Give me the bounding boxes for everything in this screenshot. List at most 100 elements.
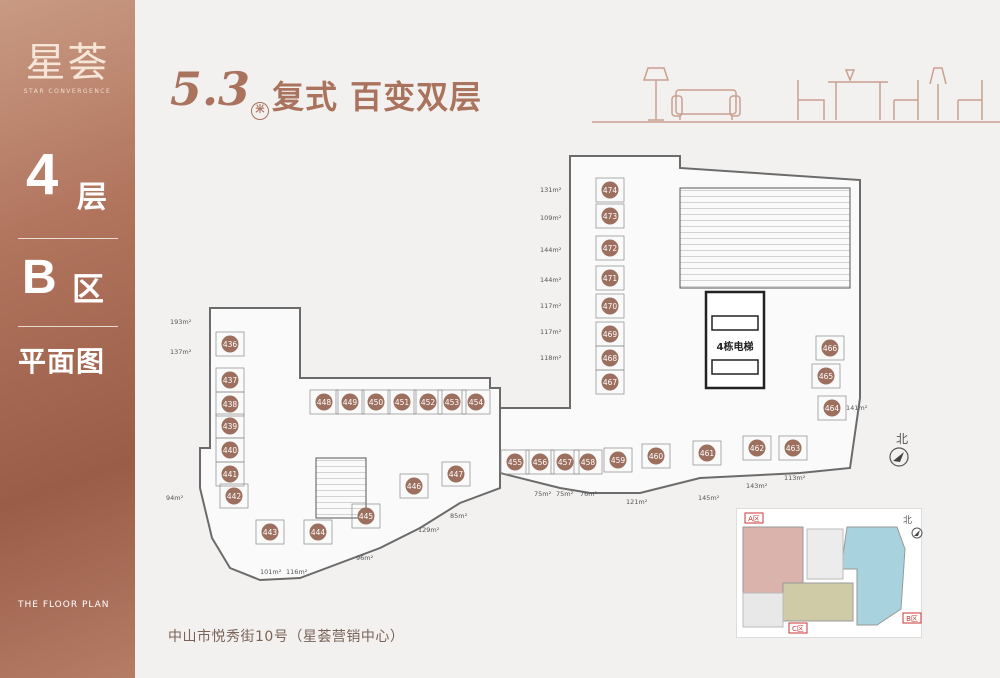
unit-badge[interactable] <box>531 453 549 471</box>
unit-area-label: 116m² <box>286 568 308 576</box>
unit-badge[interactable] <box>367 393 385 411</box>
unit-number: 438 <box>223 400 238 409</box>
unit-badge[interactable] <box>221 465 239 483</box>
unit-area-label: 117m² <box>540 302 562 310</box>
key-plan-north-icon <box>914 530 920 536</box>
unit-room <box>595 203 625 229</box>
unit-area-label: 94m² <box>166 494 184 502</box>
key-plan-north-label: 北 <box>903 515 912 526</box>
unit-number: 458 <box>581 458 596 467</box>
unit-badge[interactable] <box>601 207 619 225</box>
unit-badge[interactable] <box>601 297 619 315</box>
unit-area-label: 121m² <box>626 498 648 506</box>
unit-badge[interactable] <box>821 339 839 357</box>
unit-room <box>215 367 245 393</box>
unit-number: 456 <box>533 458 548 467</box>
divider <box>18 326 118 327</box>
unit-badge[interactable] <box>601 239 619 257</box>
key-plan-map: A区 B区 C区 北 <box>742 512 923 634</box>
unit-badge[interactable] <box>601 349 619 367</box>
unit-number: 467 <box>603 378 618 387</box>
unit-room <box>550 449 580 475</box>
unit-badge[interactable] <box>315 393 333 411</box>
unit-number: 436 <box>223 340 238 349</box>
unit-area-label: 131m² <box>540 186 562 194</box>
unit-badge[interactable] <box>601 181 619 199</box>
unit-badge[interactable] <box>309 523 327 541</box>
unit-badge[interactable] <box>393 393 411 411</box>
core-stairs <box>679 187 851 289</box>
unit-badge[interactable] <box>221 395 239 413</box>
unit-badge[interactable] <box>556 453 574 471</box>
unit-area-label: 145m² <box>698 494 720 502</box>
unit-badge[interactable] <box>419 393 437 411</box>
unit-room <box>437 389 467 415</box>
unit-room <box>595 265 625 291</box>
unit-badge[interactable] <box>817 367 835 385</box>
unit-number: 454 <box>469 398 484 407</box>
unit-number: 452 <box>421 398 436 407</box>
brand-logo-subtitle: STAR CONVERGENCE <box>23 88 112 95</box>
unit-room <box>335 389 365 415</box>
floor-number: 4 <box>26 142 58 207</box>
floor-unit: 层 <box>77 180 107 215</box>
unit-badge[interactable] <box>601 269 619 287</box>
unit-area-label: 109m² <box>540 214 562 222</box>
unit-number: 474 <box>603 186 618 195</box>
unit-number: 451 <box>395 398 410 407</box>
elevator-label: 4栋电梯 <box>717 340 754 353</box>
furniture-illustration <box>592 67 1000 123</box>
unit-number: 449 <box>343 398 358 407</box>
unit-number: 453 <box>445 398 460 407</box>
unit-room <box>595 235 625 261</box>
unit-number: 473 <box>603 212 618 221</box>
headline-unit-badge: 米 <box>251 102 269 120</box>
unit-room <box>461 389 491 415</box>
unit-number: 446 <box>407 482 422 491</box>
unit-number: 442 <box>227 492 242 501</box>
unit-badge[interactable] <box>601 373 619 391</box>
key-plan-zone-a: A区 <box>748 515 760 523</box>
unit-number: 443 <box>263 528 278 537</box>
unit-area-label: 141m² <box>846 404 868 412</box>
plan-label: 平面图 <box>18 345 106 378</box>
unit-badge[interactable] <box>405 477 423 495</box>
unit-room <box>309 389 339 415</box>
unit-room <box>399 473 429 499</box>
unit-room <box>413 389 443 415</box>
unit-badge[interactable] <box>823 399 841 417</box>
unit-badge[interactable] <box>221 417 239 435</box>
unit-room <box>573 449 603 475</box>
unit-number: 457 <box>558 458 573 467</box>
unit-room <box>817 395 847 421</box>
unit-number: 468 <box>603 354 618 363</box>
unit-badge[interactable] <box>261 523 279 541</box>
unit-badge[interactable] <box>443 393 461 411</box>
unit-badge[interactable] <box>609 451 627 469</box>
unit-badge[interactable] <box>698 444 716 462</box>
unit-badge[interactable] <box>221 371 239 389</box>
unit-badge[interactable] <box>467 393 485 411</box>
unit-badge[interactable] <box>221 441 239 459</box>
unit-badge[interactable] <box>601 325 619 343</box>
zone-letter: B <box>22 251 57 304</box>
unit-badge[interactable] <box>447 465 465 483</box>
unit-badge[interactable] <box>357 507 375 525</box>
unit-badge[interactable] <box>221 335 239 353</box>
unit-room <box>441 461 471 487</box>
unit-area-label: 143m² <box>746 482 768 490</box>
unit-area-label: 113m² <box>784 474 806 482</box>
unit-badge[interactable] <box>506 453 524 471</box>
unit-badge[interactable] <box>784 439 802 457</box>
unit-badge[interactable] <box>341 393 359 411</box>
unit-room <box>595 293 625 319</box>
building-outline-west <box>199 307 501 582</box>
unit-badge[interactable] <box>579 453 597 471</box>
unit-area-label: 129m² <box>418 526 440 534</box>
unit-badge[interactable] <box>225 487 243 505</box>
unit-badge[interactable] <box>748 439 766 457</box>
unit-number: 440 <box>223 446 238 455</box>
unit-number: 472 <box>603 244 618 253</box>
unit-badge[interactable] <box>647 447 665 465</box>
north-label: 北 <box>896 432 909 446</box>
